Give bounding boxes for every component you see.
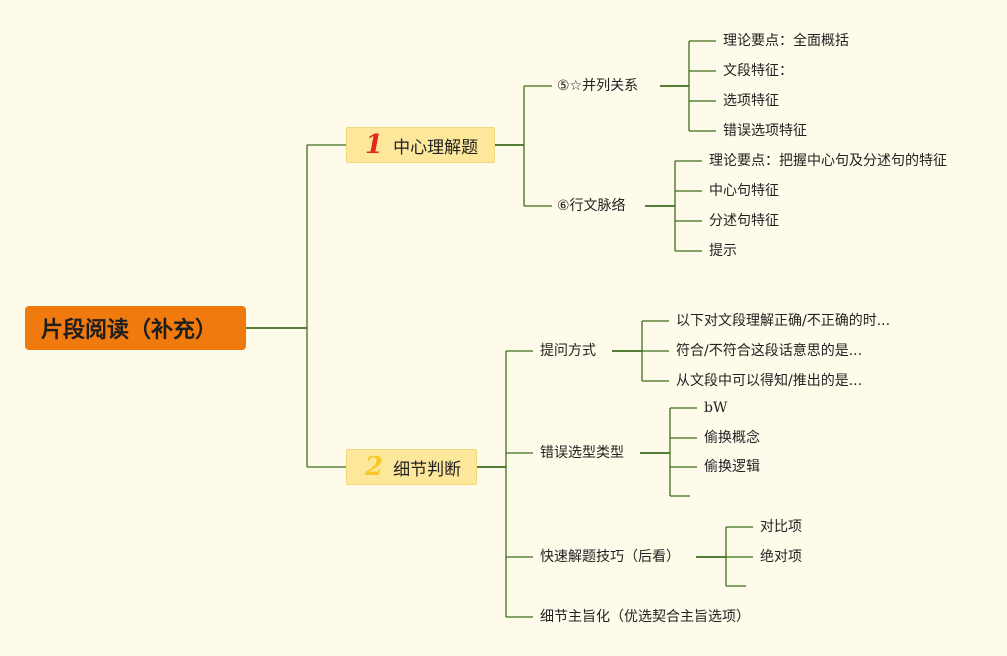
leaf-node[interactable]: 中心句特征 (709, 183, 779, 199)
leaf-node[interactable]: 错误选项特征 (723, 123, 807, 139)
root-node[interactable]: 片段阅读（补充） (25, 306, 246, 350)
leaf-node[interactable]: 符合/不符合这段话意思的是... (676, 343, 863, 359)
leaf-node[interactable]: 分述句特征 (709, 213, 779, 229)
leaf-node[interactable]: 偷换概念 (704, 430, 760, 446)
leaf-node[interactable]: 从文段中可以得知/推出的是... (676, 373, 863, 389)
branch-node-1[interactable]: 1 中心理解题 (346, 127, 495, 163)
topic-node[interactable]: 错误选型类型 (540, 445, 624, 461)
leaf-node[interactable]: 偷换逻辑 (704, 459, 760, 475)
topic-node[interactable]: ⑤☆并列关系 (557, 78, 639, 94)
topic-node[interactable]: 快速解题技巧（后看） (540, 549, 680, 565)
branch-node-2[interactable]: 2 细节判断 (346, 449, 477, 485)
root-label: 片段阅读（补充） (41, 318, 218, 343)
leaf-node[interactable]: 理论要点：全面概括 (723, 33, 849, 49)
leaf-node[interactable]: 文段特征： (723, 63, 793, 79)
leaf-node[interactable]: bW (704, 400, 728, 416)
branch-label-1: 中心理解题 (393, 137, 479, 158)
topic-node[interactable]: ⑥行文脉络 (557, 198, 626, 214)
topic-node[interactable]: 提问方式 (540, 343, 596, 359)
leaf-node[interactable]: 对比项 (760, 519, 802, 535)
leaf-node[interactable]: 理论要点：把握中心句及分述句的特征 (709, 153, 947, 169)
leaf-node[interactable]: 以下对文段理解正确/不正确的时... (676, 313, 891, 329)
branch-number-2: 2 (365, 452, 384, 482)
leaf-node[interactable]: 提示 (709, 243, 737, 259)
leaf-node[interactable]: 选项特征 (723, 93, 779, 109)
branch-number-1: 1 (365, 130, 384, 160)
leaf-node[interactable]: 绝对项 (760, 549, 802, 565)
topic-node[interactable]: 细节主旨化（优选契合主旨选项） (540, 609, 750, 625)
branch-label-2: 细节判断 (393, 459, 462, 480)
